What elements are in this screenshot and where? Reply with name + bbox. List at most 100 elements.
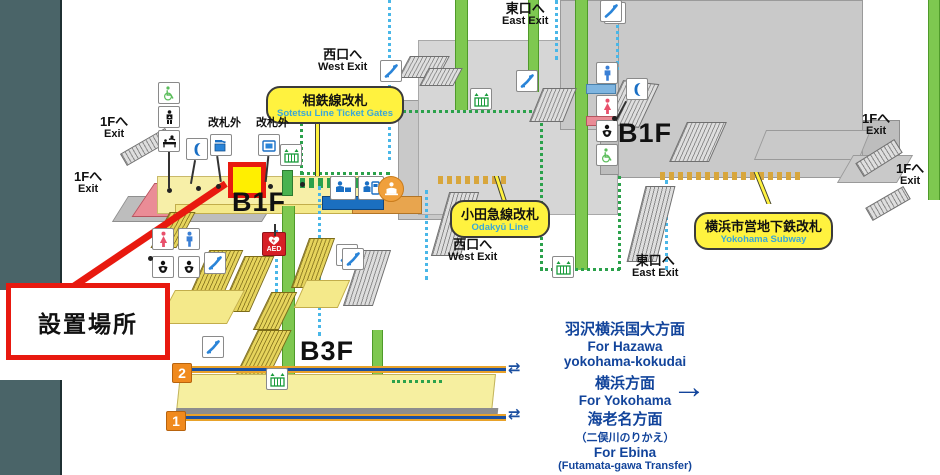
connector-dot-d [268, 184, 273, 189]
elevator-icon [158, 106, 180, 128]
exit-label-west-2: 西口へ West Exit [448, 238, 497, 263]
restroom-female-icon-left [152, 228, 174, 250]
ticket-window-icon [330, 176, 356, 200]
route-green-v-1 [300, 110, 303, 174]
gate-badge-odakyu-jp: 小田急線改札 [461, 207, 540, 222]
floor-tag-b3f: B3F [300, 336, 355, 366]
direction-ebina-jp: 海老名方面 [587, 411, 663, 428]
corridor-green-center [575, 0, 588, 270]
outside-gate-label-2: 改札外 [256, 117, 289, 130]
escalator-icon-e[interactable] [516, 70, 538, 92]
corridor-green-top-left [455, 0, 468, 110]
direction-hazawa-jp: 羽沢横浜国大方面 [564, 321, 685, 338]
platform-number-1: 1 [166, 411, 186, 431]
exit-label-east-2-jp: 東口へ [635, 253, 675, 268]
exit-label-west-1: 西口へ West Exit [318, 48, 367, 73]
exit-label-1f-d-en: Exit [899, 174, 921, 187]
exit-label-1f-a-jp: 1Fへ [100, 114, 129, 129]
coin-locker-icon-1 [210, 134, 232, 156]
corridor-green-top-mid [528, 0, 539, 92]
direction-ebina-en-sub: (Futamata-gawa Transfer) [558, 460, 692, 472]
gate-badge-sotetsu[interactable]: 相鉄線改札 Sotetsu Line Ticket Gates [266, 86, 404, 124]
stairs-far-right-exit-2 [865, 186, 911, 221]
route-green-b3f [392, 380, 442, 383]
ticket-gate-line-subway [660, 172, 800, 180]
elevator-icon-center [280, 144, 302, 166]
outside-gate-label-1: 改札外 [208, 117, 241, 130]
exit-label-1f-b-en: Exit [77, 182, 99, 195]
connector-dot-f [612, 116, 617, 121]
telephone-icon-right [626, 78, 648, 100]
exit-label-1f-d: 1Fへ Exit [896, 162, 924, 187]
connector-dot-e [300, 182, 305, 187]
gate-badge-subway-en: Yokohama Subway [720, 234, 807, 245]
exit-label-west-1-jp: 西口へ [323, 47, 363, 62]
escalator-icon-c[interactable] [202, 336, 224, 358]
direction-ebina: 海老名方面 （二俣川のりかえ） For Ebina (Futamata-gawa… [520, 408, 730, 472]
route-green-h-3 [540, 268, 620, 271]
ticket-gate-line-odakyu [438, 176, 508, 184]
baby-changing-icon [158, 130, 180, 152]
route-green-v-3 [618, 176, 621, 270]
gate-badge-subway[interactable]: 横浜市営地下鉄改札 Yokohama Subway [694, 212, 834, 250]
bidirectional-arrow-2: ⇄ [508, 360, 521, 377]
escalator-icon-a[interactable] [204, 252, 226, 274]
gate-badge-sotetsu-en: Sotetsu Line Ticket Gates [277, 108, 393, 119]
installation-location-callout: 設置場所 [6, 283, 170, 360]
installation-marker [228, 162, 266, 198]
route-green-h-2 [300, 110, 540, 113]
gate-badge-odakyu-en: Odakyū Line [471, 222, 529, 233]
escalator-icon-g[interactable] [342, 248, 364, 270]
exit-label-east-2: 東口へ East Exit [632, 254, 678, 279]
platform-number-2: 2 [172, 363, 192, 383]
route-blue-upper2 [616, 0, 619, 70]
icon-leader-a [168, 152, 170, 188]
corridor-green-b3f [372, 330, 383, 392]
floor-tag-b1f-left: B1F [232, 187, 287, 217]
exit-label-1f-a: 1Fへ Exit [100, 115, 128, 140]
outside-gate-label-2-jp: 改札外 [256, 117, 289, 129]
elevator-icon-right [552, 256, 574, 278]
route-green-v-2 [540, 110, 543, 270]
connector-dot-b [196, 186, 201, 191]
restroom-block-blue [586, 84, 616, 94]
gate-badge-sotetsu-jp: 相鉄線改札 [302, 93, 368, 108]
gate-leader-sotetsu [315, 106, 320, 176]
exit-label-east-1: 東口へ East Exit [502, 2, 548, 27]
direction-arrow-right: → [672, 368, 706, 406]
icon-leader-aed [274, 224, 276, 236]
direction-yokohama-jp: 横浜方面 [594, 375, 655, 392]
baby-room-icon-b [178, 256, 200, 278]
route-blue-b3f [275, 230, 278, 340]
information-icon [378, 176, 404, 202]
exit-label-west-1-en: West Exit [318, 60, 368, 73]
stairs-subway-down [626, 186, 676, 262]
floor-tag-b1f-right: B1F [618, 118, 673, 148]
telephone-icon [186, 138, 208, 160]
left-edge-bar-bottom [0, 380, 62, 475]
direction-yokohama: 横浜方面 For Yokohama [535, 372, 715, 408]
gate-badge-odakyu[interactable]: 小田急線改札 Odakyū Line [450, 200, 551, 238]
connector-dot-c [216, 184, 221, 189]
elevator-shaft-center [282, 170, 293, 196]
exit-label-1f-a-en: Exit [103, 127, 125, 140]
elevator-icon-corner [600, 0, 622, 22]
wheelchair-icon-right [596, 144, 618, 166]
restroom-male-icon-right [596, 62, 618, 84]
exit-label-1f-c: 1Fへ Exit [862, 112, 890, 137]
direction-yokohama-en: For Yokohama [578, 393, 672, 408]
exit-label-west-2-en: West Exit [448, 250, 498, 263]
escalator-icon-d[interactable] [380, 60, 402, 82]
coin-locker-icon-2 [258, 134, 280, 156]
wheelchair-icon [158, 82, 180, 104]
callout-label: 設置場所 [38, 310, 138, 337]
route-blue-right [665, 180, 668, 270]
track-platform-1 [186, 414, 506, 421]
gate-badge-subway-jp: 横浜市営地下鉄改札 [705, 219, 823, 234]
exit-label-west-2-jp: 西口へ [453, 237, 493, 252]
baby-room-icon-right [596, 120, 618, 142]
outside-gate-label-1-jp: 改札外 [208, 117, 241, 129]
direction-hazawa: 羽沢横浜国大方面 For Hazawa yokohama-kokudai [535, 318, 715, 369]
exit-label-1f-d-jp: 1Fへ [896, 161, 925, 176]
direction-ebina-en: For Ebina [593, 445, 657, 460]
